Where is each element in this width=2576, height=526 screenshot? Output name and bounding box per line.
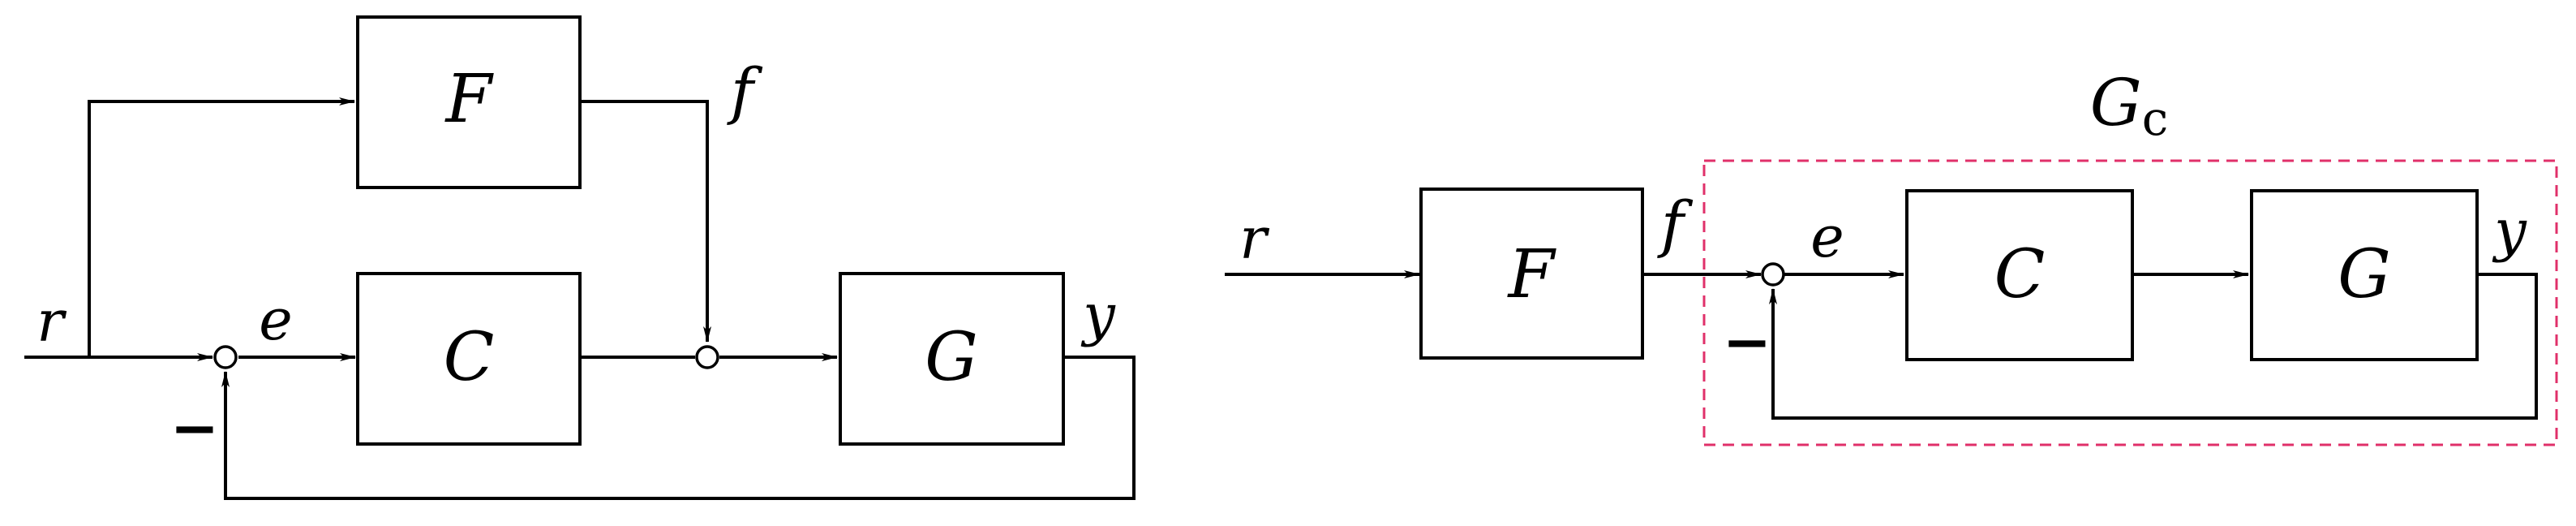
left-signal-y: y (1080, 282, 1116, 348)
left-block-g-label: G (925, 319, 978, 396)
right-block-c-label: C (1994, 236, 2046, 313)
left-block-f (356, 15, 582, 189)
left-feedback-sign: − (170, 393, 219, 462)
right-signal-e: e (1810, 204, 1844, 270)
left-signal-r: r (36, 288, 67, 355)
left-signal-e: e (259, 287, 292, 353)
left-f-signal-wire (580, 100, 711, 343)
right-block-g-label: G (2338, 236, 2391, 313)
closed-loop-group-box (1702, 159, 2558, 446)
right-feedback-sign: − (1723, 307, 1771, 376)
right-signal-y: y (2492, 197, 2527, 264)
right-summing-junction (1761, 262, 1785, 287)
left-feedforward-wire (88, 97, 355, 357)
right-feedback-wire (1769, 273, 2538, 420)
left-block-c-label: C (444, 319, 495, 396)
left-signal-f: f (727, 54, 763, 127)
closed-loop-group-label: Gc (2090, 65, 2168, 146)
left-summing-junction-error (213, 345, 238, 369)
left-block-f-label: F (444, 61, 495, 138)
left-summing-junction-feedforward (695, 345, 719, 369)
left-block-c (356, 272, 582, 446)
right-diagram: F C G r f e y − Gc (1225, 65, 2558, 446)
right-block-f (1419, 188, 1644, 360)
right-block-c (1905, 189, 2134, 361)
right-signal-f: f (1657, 188, 1694, 260)
right-signal-r: r (1239, 205, 1269, 272)
right-block-g (2250, 189, 2479, 361)
left-diagram: F C G r e f y − (24, 15, 1136, 500)
left-feedback-wire (221, 356, 1136, 500)
left-block-g (839, 272, 1065, 446)
right-block-f-label: F (1507, 236, 1557, 313)
